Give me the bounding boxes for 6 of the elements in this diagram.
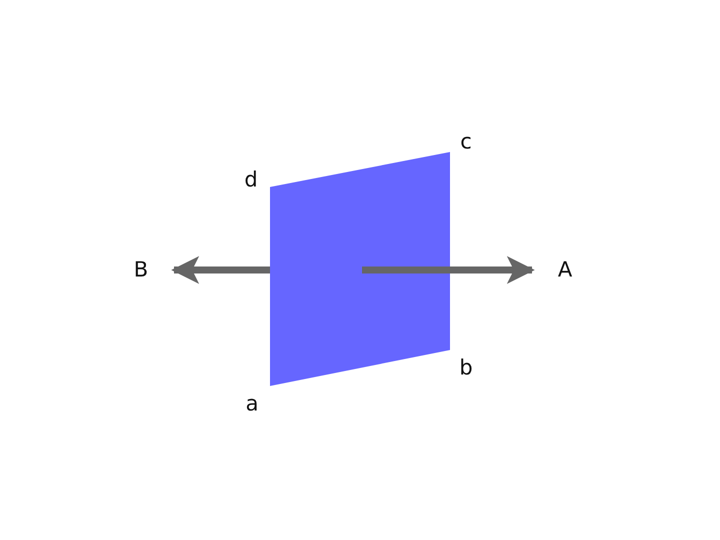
corner-label: B: [134, 260, 148, 280]
corner-label: a: [246, 394, 258, 414]
corner-label: c: [460, 132, 472, 152]
corner-label: A: [558, 260, 572, 280]
corner-label: d: [244, 170, 258, 190]
corner-label: b: [459, 358, 473, 378]
